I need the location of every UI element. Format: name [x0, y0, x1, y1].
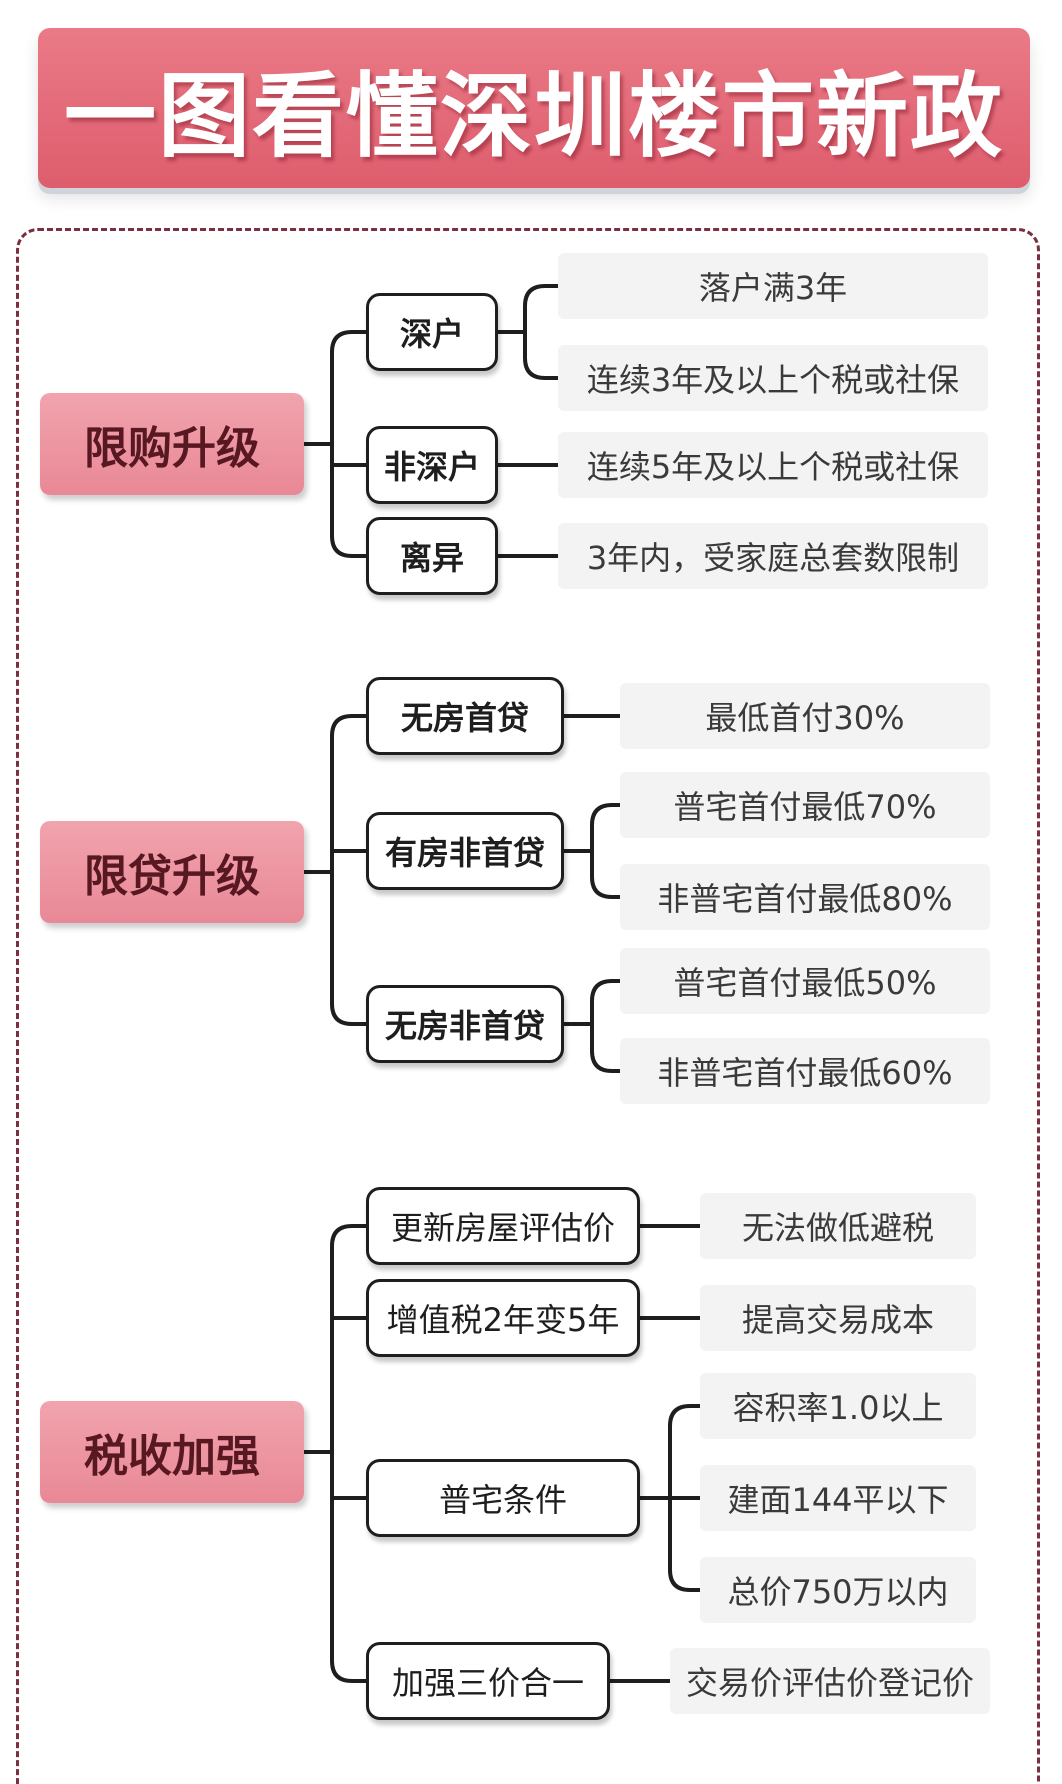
category-tax-strengthening: 税收加强: [40, 1401, 304, 1503]
category-purchase-restriction: 限购升级: [40, 393, 304, 495]
leaf-shenhu-2: 连续3年及以上个税或社保: [558, 345, 988, 411]
node-liyi: 离异: [366, 517, 498, 595]
node-sanjia: 加强三价合一: [366, 1642, 610, 1720]
title-banner: 一图看懂深圳楼市新政: [38, 28, 1030, 188]
leaf-wufang-feishoudai-1: 普宅首付最低50%: [620, 948, 990, 1014]
node-puzhai: 普宅条件: [366, 1459, 640, 1537]
leaf-wufang-shoudai-1: 最低首付30%: [620, 683, 990, 749]
leaf-youfang-feishoudai-1: 普宅首付最低70%: [620, 772, 990, 838]
leaf-puzhai-1: 容积率1.0以上: [700, 1373, 976, 1439]
node-pinggu: 更新房屋评估价: [366, 1187, 640, 1265]
leaf-puzhai-3: 总价750万以内: [700, 1557, 976, 1623]
leaf-zengzhishui-1: 提高交易成本: [700, 1285, 976, 1351]
node-wufang-feishoudai: 无房非首贷: [366, 985, 564, 1063]
leaf-puzhai-2: 建面144平以下: [700, 1465, 976, 1531]
leaf-wufang-feishoudai-2: 非普宅首付最低60%: [620, 1038, 990, 1104]
leaf-youfang-feishoudai-2: 非普宅首付最低80%: [620, 864, 990, 930]
leaf-sanjia-1: 交易价评估价登记价: [670, 1648, 990, 1714]
node-feishenhu: 非深户: [366, 426, 498, 504]
leaf-pinggu-1: 无法做低避税: [700, 1193, 976, 1259]
node-wufang-shoudai: 无房首贷: [366, 677, 564, 755]
page-title: 一图看懂深圳楼市新政: [63, 62, 1004, 170]
node-zengzhishui: 增值税2年变5年: [366, 1279, 640, 1357]
leaf-feishenhu-1: 连续5年及以上个税或社保: [558, 432, 988, 498]
leaf-liyi-1: 3年内，受家庭总套数限制: [558, 523, 988, 589]
node-youfang-feishoudai: 有房非首贷: [366, 812, 564, 890]
node-shenhu: 深户: [366, 293, 498, 371]
category-loan-restriction: 限贷升级: [40, 821, 304, 923]
leaf-shenhu-1: 落户满3年: [558, 253, 988, 319]
dashed-frame: [16, 228, 1040, 1784]
